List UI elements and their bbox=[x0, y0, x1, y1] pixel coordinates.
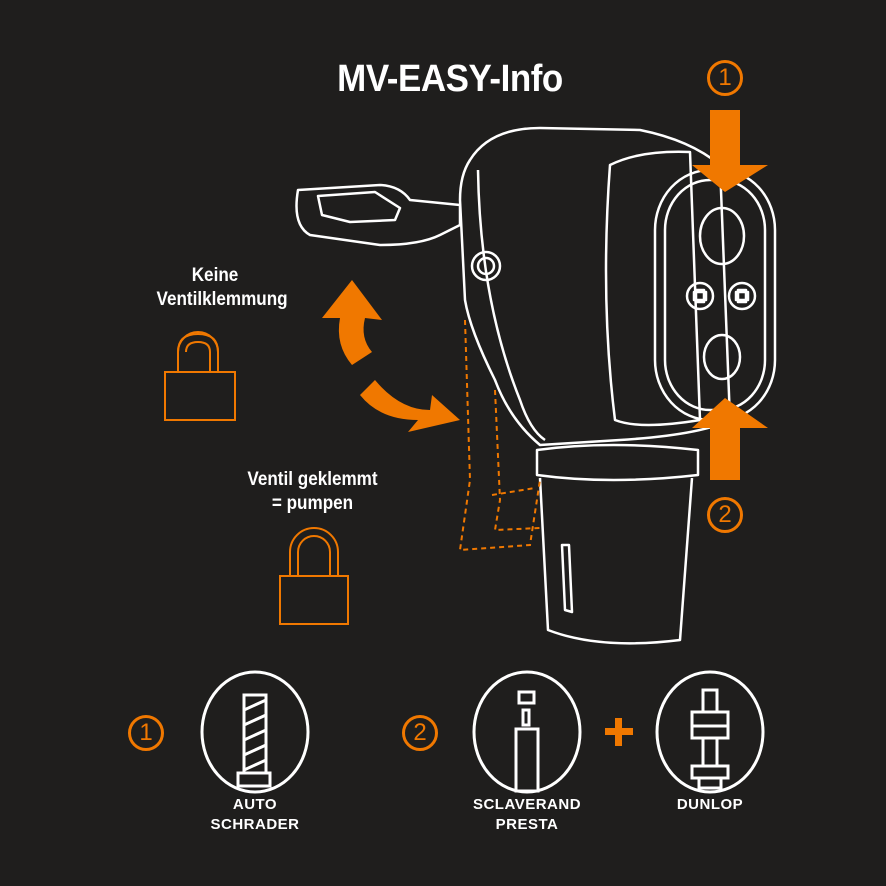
caption-line1: AUTO bbox=[232, 796, 278, 813]
locked-label-line2: = pumpen bbox=[271, 493, 354, 514]
marker-1-top: 1 bbox=[707, 60, 743, 96]
arrow-down-icon bbox=[692, 110, 768, 192]
marker-2-legend: 2 bbox=[402, 715, 438, 751]
valve-caption-presta: SCLAVERAND PRESTA bbox=[462, 795, 592, 835]
unlocked-label-line1: Keine bbox=[191, 265, 239, 286]
marker-2-bottom: 2 bbox=[707, 497, 743, 533]
valve-caption-dunlop: DUNLOP bbox=[650, 795, 770, 815]
lever bbox=[295, 183, 462, 247]
caption-line2: SCHRADER bbox=[210, 816, 300, 833]
unlocked-label: Keine Ventilklemmung bbox=[156, 264, 288, 312]
valve-caption-schrader: AUTO SCHRADER bbox=[195, 795, 315, 835]
locked-label: Ventil geklemmt = pumpen bbox=[234, 468, 392, 516]
caption-line2: PRESTA bbox=[495, 816, 559, 833]
caption-line1: DUNLOP bbox=[676, 796, 744, 813]
presta-valve-icon bbox=[472, 670, 582, 794]
padlock-open-icon bbox=[164, 331, 236, 421]
pivot-screw bbox=[470, 250, 502, 282]
port-large bbox=[698, 206, 746, 266]
dunlop-valve-icon bbox=[655, 670, 765, 794]
padlock-open-icon bbox=[177, 332, 219, 373]
pump-barrel bbox=[538, 477, 694, 645]
arrow-up-icon bbox=[692, 398, 768, 480]
head-face bbox=[653, 168, 777, 422]
pump-body bbox=[458, 126, 732, 447]
locked-label-line1: Ventil geklemmt bbox=[247, 469, 378, 490]
page-title: MV-EASY-Info bbox=[337, 58, 563, 100]
unlocked-label-line2: Ventilklemmung bbox=[156, 289, 288, 310]
rotation-arrows-icon bbox=[322, 110, 768, 746]
port-small bbox=[702, 333, 742, 381]
marker-1-legend: 1 bbox=[128, 715, 164, 751]
caption-line1: SCLAVERAND bbox=[472, 796, 582, 813]
schrader-valve-icon bbox=[200, 670, 310, 794]
padlock-closed-icon bbox=[279, 527, 349, 625]
